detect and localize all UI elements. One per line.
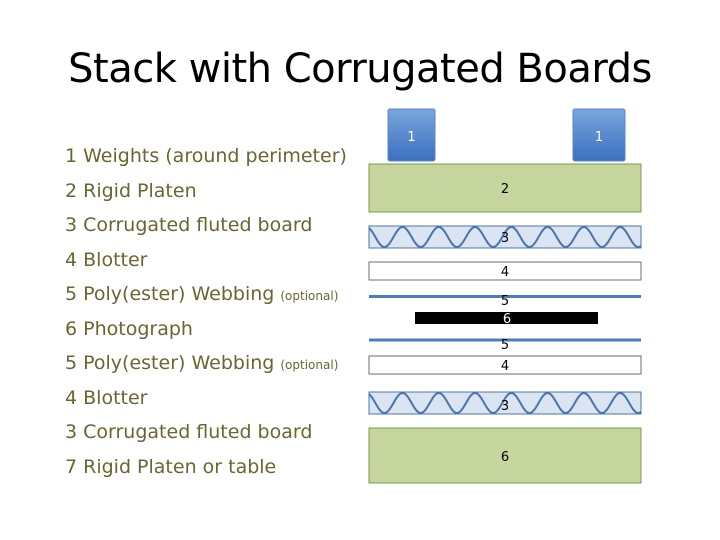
blotter-bottom: 4 xyxy=(368,355,642,375)
legend-item-text: 3 Corrugated fluted board xyxy=(65,214,313,236)
legend-item-weights: 1 Weights (around perimeter) xyxy=(65,145,347,167)
legend-item-corrugated-board: 3 Corrugated fluted board xyxy=(65,214,312,236)
legend-item-text: 5 Poly(ester) Webbing xyxy=(65,283,281,305)
legend-item-rigid-platen-or-table: 7 Rigid Platen or table xyxy=(65,456,276,478)
blotter-label: 4 xyxy=(501,359,509,374)
legend-item-webbing: 5 Poly(ester) Webbing (optional) xyxy=(65,352,338,374)
legend-item-optional-note: (optional) xyxy=(280,289,339,303)
photograph: 6 xyxy=(415,312,598,327)
corrugated-top: 3 xyxy=(368,225,642,249)
platen-block xyxy=(368,163,642,213)
legend-item-text: 3 Corrugated fluted board xyxy=(65,421,313,443)
legend-item-text: 6 Photograph xyxy=(65,317,193,340)
legend-item-text: 4 Blotter xyxy=(65,386,148,409)
corrugated-label: 3 xyxy=(501,399,509,414)
photograph-label: 6 xyxy=(503,312,511,327)
corrugated-board xyxy=(368,225,642,249)
corrugated-wave xyxy=(368,391,642,415)
platen-block xyxy=(368,427,642,484)
weight-label: 1 xyxy=(407,130,415,145)
legend-item-text: 1 Weights (around perimeter) xyxy=(65,145,347,167)
platen-label: 2 xyxy=(501,182,509,197)
weight-block xyxy=(387,108,436,162)
legend-item-blotter: 4 Blotter xyxy=(65,249,147,271)
legend-item-text: 2 Rigid Platen xyxy=(65,179,197,202)
photograph-sheet xyxy=(415,312,598,324)
legend-item-text: 4 Blotter xyxy=(65,248,148,271)
webbing-top: 5 xyxy=(369,294,641,309)
platen-bottom: 6 xyxy=(368,427,642,484)
corrugated-bottom: 3 xyxy=(368,391,642,415)
legend-item-corrugated-board: 3 Corrugated fluted board xyxy=(65,421,312,443)
blotter-sheet xyxy=(368,355,642,375)
legend-item-text: 5 Poly(ester) Webbing xyxy=(65,352,281,374)
legend-item-rigid-platen: 2 Rigid Platen xyxy=(65,180,197,202)
webbing-bottom: 5 xyxy=(369,338,641,353)
corrugated-label: 3 xyxy=(501,231,509,246)
corrugated-board xyxy=(368,391,642,415)
legend-item-optional-note: (optional) xyxy=(280,358,339,372)
weight-block xyxy=(572,108,626,162)
weight-right: 1 xyxy=(572,108,626,162)
weight-left: 1 xyxy=(387,108,436,162)
platen-label: 6 xyxy=(501,450,509,465)
legend-item-blotter: 4 Blotter xyxy=(65,387,147,409)
weight-label: 1 xyxy=(595,130,603,145)
webbing-label: 5 xyxy=(501,338,509,353)
blotter-top: 4 xyxy=(368,261,642,281)
page-title: Stack with Corrugated Boards xyxy=(68,46,652,92)
legend-item-webbing: 5 Poly(ester) Webbing (optional) xyxy=(65,283,338,305)
legend-item-photograph: 6 Photograph xyxy=(65,318,193,340)
blotter-label: 4 xyxy=(501,265,509,280)
legend-item-text: 7 Rigid Platen or table xyxy=(65,455,277,478)
webbing-label: 5 xyxy=(501,294,509,309)
blotter-sheet xyxy=(368,261,642,281)
platen-top: 2 xyxy=(368,163,642,213)
corrugated-wave xyxy=(368,225,642,249)
